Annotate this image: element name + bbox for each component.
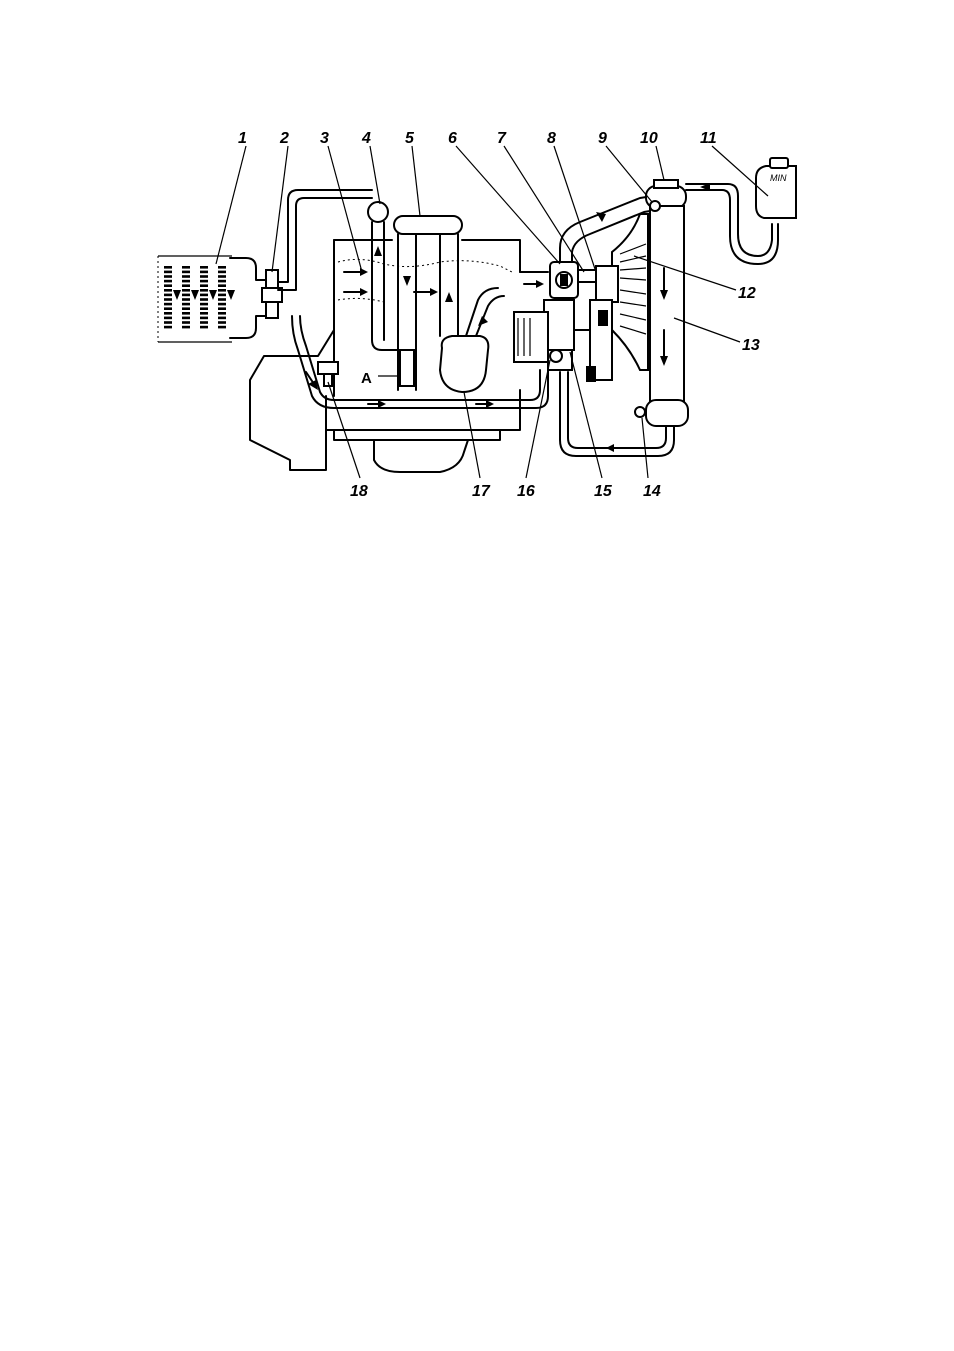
- heater-fin: [182, 280, 190, 283]
- heater-fin: [200, 271, 208, 274]
- callout-1: 1: [238, 130, 247, 147]
- heater-fin: [200, 280, 208, 283]
- heater-fin: [218, 266, 226, 269]
- heater-fin: [218, 275, 226, 278]
- callout-11: 11: [700, 130, 717, 147]
- callout-18: 18: [350, 483, 368, 500]
- callout-10: 10: [640, 130, 658, 147]
- heater-fin: [200, 307, 208, 310]
- heater-fin: [218, 317, 226, 320]
- flow-arrow: [227, 290, 235, 300]
- heater-fin: [218, 326, 226, 329]
- heater-fin: [218, 298, 226, 301]
- callout-8: 8: [547, 130, 556, 147]
- heater-fin: [164, 271, 172, 274]
- heater-fin: [164, 317, 172, 320]
- heater-supply-hose: [278, 190, 372, 282]
- callout-6: 6: [448, 130, 457, 147]
- heater-fin: [182, 266, 190, 269]
- heater-fin: [182, 275, 190, 278]
- heater-fin: [182, 298, 190, 301]
- heater-fin: [182, 294, 190, 297]
- callout-14: 14: [643, 483, 661, 500]
- callout-7: 7: [497, 130, 507, 147]
- heater-fin: [200, 298, 208, 301]
- heater-fin: [182, 271, 190, 274]
- heater-valve: [262, 270, 282, 318]
- heater-fin: [164, 284, 172, 287]
- heater-fin: [182, 307, 190, 310]
- heater-fins: [164, 266, 235, 328]
- heater-fin: [182, 317, 190, 320]
- flow-arrow: [191, 290, 199, 300]
- callout-15: 15: [594, 483, 613, 500]
- heater-fin: [164, 307, 172, 310]
- heater-radiator: [158, 256, 268, 342]
- heater-fin: [218, 271, 226, 274]
- point-a-label: A: [361, 370, 372, 387]
- thermostat: [550, 262, 596, 298]
- heater-fin: [200, 294, 208, 297]
- heater-fin: [182, 284, 190, 287]
- heater-fin: [182, 289, 190, 292]
- callout-3: 3: [320, 130, 329, 147]
- heater-fin: [200, 326, 208, 329]
- water-pump: [514, 300, 596, 370]
- heater-fin: [164, 275, 172, 278]
- tank-min-mark: MIN: [770, 173, 787, 183]
- heater-fin: [200, 312, 208, 315]
- callout-2: 2: [279, 130, 289, 147]
- heater-fin: [164, 289, 172, 292]
- heater-fin: [218, 289, 226, 292]
- heater-fin: [182, 312, 190, 315]
- heater-fin: [218, 280, 226, 283]
- heater-fin: [164, 294, 172, 297]
- expansion-tank: MIN: [686, 158, 796, 264]
- callout-16: 16: [517, 483, 535, 500]
- cooling-fan: [586, 214, 648, 382]
- heater-fin: [200, 317, 208, 320]
- heater-fin: [218, 303, 226, 306]
- flow-arrow: [209, 290, 217, 300]
- heater-fin: [218, 321, 226, 324]
- heater-fin: [182, 321, 190, 324]
- heater-fin: [218, 284, 226, 287]
- heater-fin: [200, 266, 208, 269]
- heater-fin: [218, 307, 226, 310]
- water-jacket-arrows: [344, 268, 544, 296]
- callout-13: 13: [742, 337, 760, 354]
- heater-fin: [200, 284, 208, 287]
- heater-fin: [164, 298, 172, 301]
- callout-5: 5: [405, 130, 415, 147]
- flow-arrow: [173, 290, 181, 300]
- heater-fin: [200, 303, 208, 306]
- heater-fin: [218, 312, 226, 315]
- heater-fin: [164, 326, 172, 329]
- heater-fin: [164, 280, 172, 283]
- heater-fin: [164, 312, 172, 315]
- heater-fin: [200, 275, 208, 278]
- heater-fin: [200, 321, 208, 324]
- heater-fin: [200, 289, 208, 292]
- heater-fin: [218, 294, 226, 297]
- heater-fin: [164, 321, 172, 324]
- heater-fin: [164, 266, 172, 269]
- callout-4: 4: [361, 130, 371, 147]
- callout-9: 9: [598, 130, 607, 147]
- heater-fin: [182, 303, 190, 306]
- callout-17: 17: [472, 483, 491, 500]
- heater-fin: [164, 303, 172, 306]
- oil-cooler: [440, 288, 504, 392]
- heater-fin: [182, 326, 190, 329]
- callout-12: 12: [738, 285, 756, 302]
